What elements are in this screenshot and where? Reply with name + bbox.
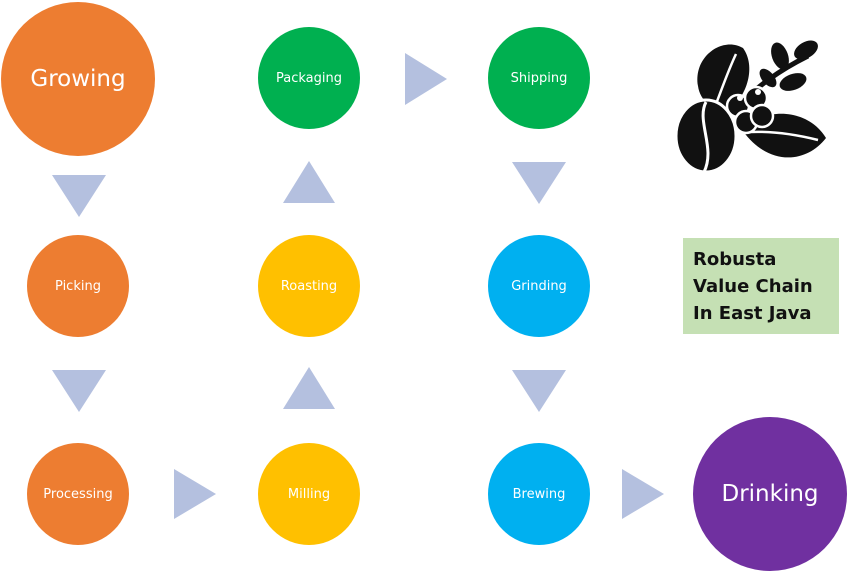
node-shipping-label: Shipping [510, 70, 568, 86]
arrow-roasting-to-packaging [283, 161, 335, 203]
node-processing: Processing [27, 443, 129, 545]
node-roasting: Roasting [258, 235, 360, 337]
node-milling-label: Milling [287, 486, 331, 502]
arrow-growing-to-picking [52, 175, 106, 217]
arrow-grinding-to-brewing [512, 370, 566, 412]
title-line-3: In East Java [693, 303, 812, 324]
node-brewing-label: Brewing [512, 486, 566, 502]
node-drinking-label: Drinking [721, 481, 819, 507]
node-roasting-label: Roasting [280, 278, 338, 294]
title-line-2: Value Chain [693, 276, 813, 297]
node-picking: Picking [27, 235, 129, 337]
title-line-1: Robusta [693, 249, 777, 270]
coffee-beans-leaves-icon [674, 40, 826, 174]
node-processing-label: Processing [43, 486, 113, 502]
node-packaging-label: Packaging [276, 70, 342, 86]
arrow-milling-to-roasting [283, 367, 335, 409]
node-shipping: Shipping [488, 27, 590, 129]
node-packaging: Packaging [258, 27, 360, 129]
node-grinding: Grinding [488, 235, 590, 337]
node-growing: Growing [1, 2, 155, 156]
arrow-shipping-to-grinding [512, 162, 566, 204]
node-growing-label: Growing [30, 66, 126, 92]
arrow-picking-to-processing [52, 370, 106, 412]
arrow-processing-to-milling [174, 469, 216, 519]
arrow-packaging-to-shipping [405, 53, 447, 105]
title-label-box: Robusta Value Chain In East Java [683, 238, 839, 334]
arrow-brewing-to-drinking [622, 469, 664, 519]
node-picking-label: Picking [55, 278, 101, 294]
node-brewing: Brewing [488, 443, 590, 545]
node-drinking: Drinking [693, 417, 847, 571]
node-milling: Milling [258, 443, 360, 545]
node-grinding-label: Grinding [511, 278, 567, 294]
